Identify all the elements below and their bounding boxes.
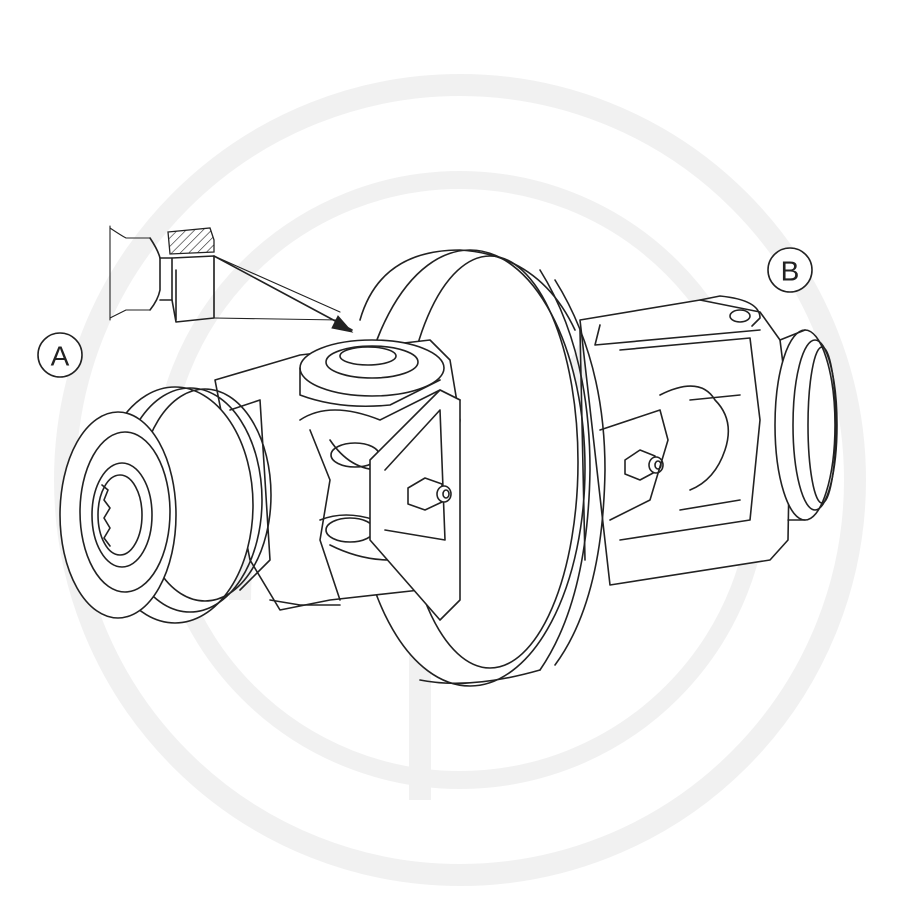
callout-a: A <box>37 332 83 378</box>
hub-a <box>59 386 272 624</box>
callout-b-circle <box>767 247 813 293</box>
callout-b: B <box>767 247 813 293</box>
pto-shaft-assembly <box>59 249 838 687</box>
grease-nipple-left-icon <box>407 477 452 511</box>
callout-a-label: A <box>51 341 70 372</box>
yoke-a <box>214 339 461 621</box>
section-detail-icon <box>109 225 354 333</box>
callout-a-circle <box>37 332 83 378</box>
callout-b-label: B <box>781 256 800 287</box>
yoke-b <box>579 295 838 586</box>
grease-nipple-right-icon <box>624 449 664 481</box>
